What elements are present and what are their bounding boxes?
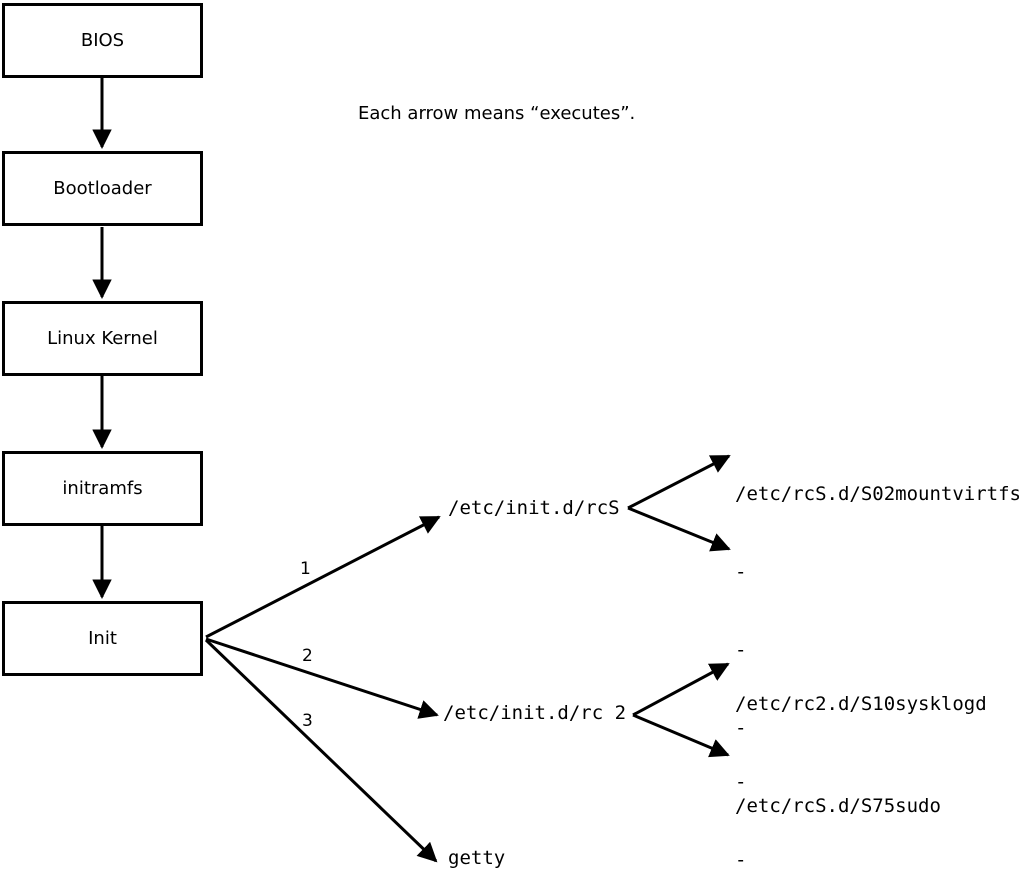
arrow-init-to-rcs bbox=[205, 515, 441, 639]
arrow-init-to-rc2 bbox=[205, 637, 439, 719]
ellipsis-dash: - bbox=[735, 849, 747, 871]
rcs-script-item: /etc/rcS.d/S75sudo bbox=[735, 795, 941, 817]
arrow-init-to-getty bbox=[204, 638, 438, 863]
node-bios: BIOS bbox=[2, 3, 203, 78]
rcs-script-item: /etc/rcS.d/S02mountvirtfs bbox=[735, 483, 1021, 505]
node-rcs-path: /etc/init.d/rcS bbox=[448, 497, 620, 519]
ellipsis-dash: - bbox=[735, 561, 747, 583]
node-init: Init bbox=[2, 601, 203, 676]
node-init-label: Init bbox=[88, 628, 117, 649]
rc2-script-item: /etc/rc2.d/S10sysklogd bbox=[735, 693, 987, 715]
node-initramfs-label: initramfs bbox=[62, 478, 143, 499]
node-bootloader: Bootloader bbox=[2, 151, 203, 226]
ellipsis-dash: - bbox=[735, 717, 747, 739]
ellipsis-dash: - bbox=[735, 639, 747, 661]
rc2-script-list: /etc/rc2.d/S10sysklogd - - - /etc/rc2.d/… bbox=[735, 639, 987, 875]
node-getty: getty bbox=[448, 847, 506, 869]
arrow-rcs-to-s02mountvirtfs bbox=[627, 454, 731, 510]
node-linux-kernel: Linux Kernel bbox=[2, 301, 203, 376]
rcs-script-list: /etc/rcS.d/S02mountvirtfs - - - /etc/rcS… bbox=[735, 429, 1021, 871]
edge-label-3: 3 bbox=[302, 711, 313, 731]
legend-note: Each arrow means “executes”. bbox=[358, 103, 636, 124]
edge-label-1: 1 bbox=[300, 559, 311, 579]
arrow-rc2-to-s10sysklogd bbox=[632, 662, 730, 717]
node-rc2-path: /etc/init.d/rc 2 bbox=[443, 702, 627, 724]
node-bootloader-label: Bootloader bbox=[53, 178, 152, 199]
arrow-rc2-to-s99gdm bbox=[632, 713, 730, 758]
node-initramfs: initramfs bbox=[2, 451, 203, 526]
ellipsis-dash: - bbox=[735, 771, 747, 793]
arrow-rcs-to-s75sudo bbox=[627, 506, 731, 552]
edge-label-2: 2 bbox=[302, 646, 313, 666]
node-bios-label: BIOS bbox=[80, 30, 125, 51]
node-linux-kernel-label: Linux Kernel bbox=[47, 328, 158, 349]
